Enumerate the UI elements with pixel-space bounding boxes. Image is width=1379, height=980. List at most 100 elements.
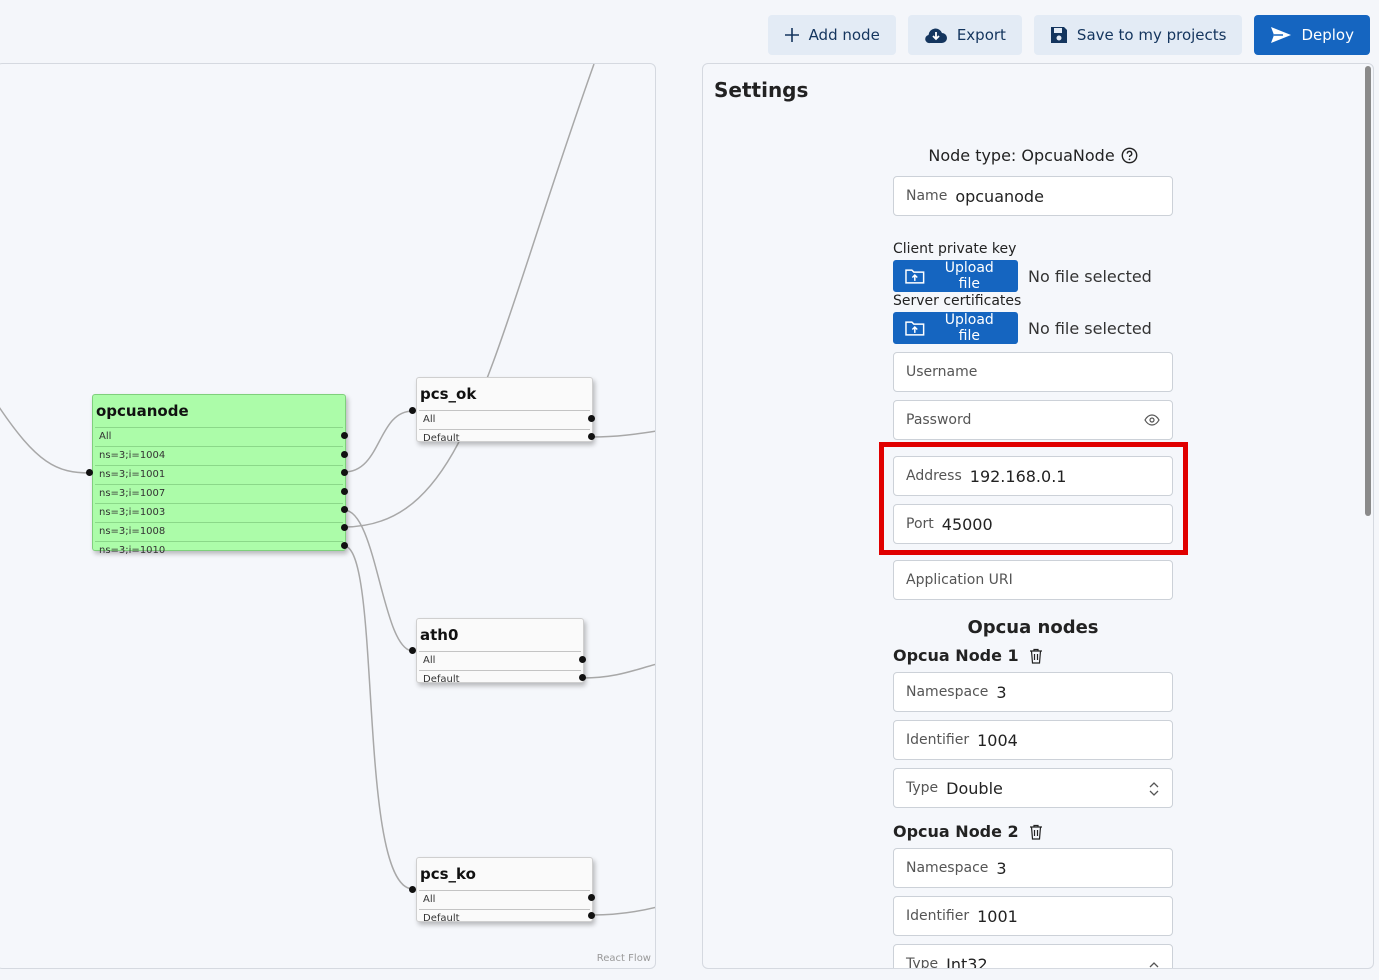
output-handle[interactable]: [579, 674, 586, 681]
opcua-nodes-title: Opcua nodes: [967, 617, 1099, 638]
address-field[interactable]: Address 192.168.0.1: [893, 456, 1173, 496]
node-output-row: Default: [419, 429, 590, 448]
server-certs-status: No file selected: [1028, 319, 1152, 338]
type-label: Type: [906, 780, 939, 796]
trash-icon[interactable]: [1029, 648, 1043, 664]
plus-icon: [784, 28, 799, 42]
eye-icon[interactable]: [1144, 413, 1160, 427]
export-label: Export: [956, 26, 1006, 44]
node-output-row: ns=3;i=1004: [95, 446, 343, 465]
identifier-label: Identifier: [906, 908, 970, 924]
output-handle[interactable]: [341, 542, 348, 549]
deploy-button[interactable]: Deploy: [1254, 15, 1370, 55]
node-title: opcuanode: [96, 402, 189, 420]
node-ath0[interactable]: ath0 All Default: [416, 618, 584, 685]
highlight-box: [879, 442, 1188, 555]
identifier-label: Identifier: [906, 732, 970, 748]
output-handle[interactable]: [588, 433, 595, 440]
edge-pcs-ko-out: [591, 906, 655, 916]
flow-canvas[interactable]: opcuanode All ns=3;i=1004 ns=3;i=1001 ns…: [0, 63, 656, 969]
help-icon[interactable]: [1121, 147, 1138, 164]
username-placeholder: Username: [906, 364, 978, 380]
output-handle[interactable]: [341, 488, 348, 495]
address-label: Address: [906, 468, 962, 484]
node-opcuanode[interactable]: opcuanode All ns=3;i=1004 ns=3;i=1001 ns…: [92, 394, 346, 556]
edge-ath0-out: [582, 663, 655, 679]
type-select[interactable]: Type Int32: [893, 944, 1173, 969]
identifier-field[interactable]: Identifier 1004: [893, 720, 1173, 760]
type-value: Double: [946, 778, 1003, 798]
name-label: Name: [906, 188, 948, 204]
port-value: 45000: [941, 514, 993, 534]
node-output-row: All: [419, 651, 581, 670]
output-handle[interactable]: [588, 894, 595, 901]
input-handle[interactable]: [86, 469, 93, 476]
node-output-row: Default: [419, 670, 581, 689]
settings-panel: Settings Node type: OpcuaNode Name opcua…: [702, 63, 1374, 969]
upload-label: Upload file: [944, 260, 994, 292]
node-title: ath0: [420, 626, 459, 644]
node-pcs-ok[interactable]: pcs_ok All Default: [416, 377, 593, 444]
node-title: pcs_ok: [420, 385, 477, 403]
folder-upload-icon: [905, 269, 925, 284]
input-handle[interactable]: [409, 647, 416, 654]
namespace-value: 3: [996, 858, 1007, 878]
node-output-row: All: [419, 410, 590, 429]
floppy-disk-icon: [1050, 27, 1067, 43]
input-handle[interactable]: [409, 886, 416, 893]
namespace-label: Namespace: [906, 860, 989, 876]
port-field[interactable]: Port 45000: [893, 504, 1173, 544]
identifier-value: 1004: [977, 730, 1018, 750]
settings-title: Settings: [714, 78, 809, 102]
edge-1010-pcs-ko: [343, 545, 414, 890]
folder-upload-icon: [905, 321, 925, 336]
chevron-up-icon: [1149, 962, 1159, 968]
namespace-field[interactable]: Namespace 3: [893, 848, 1173, 888]
node-title: pcs_ko: [420, 865, 476, 883]
client-key-caption: Client private key: [893, 241, 1017, 257]
identifier-field[interactable]: Identifier 1001: [893, 896, 1173, 936]
output-handle[interactable]: [341, 524, 348, 531]
add-node-button[interactable]: Add node: [767, 15, 896, 55]
edge-1001-pcs-ok: [343, 410, 414, 473]
output-handle[interactable]: [588, 415, 595, 422]
output-handle[interactable]: [341, 506, 348, 513]
edge-pcs-ok-out: [591, 430, 655, 438]
opcua-node-title: Opcua Node 1: [893, 646, 1019, 665]
output-handle[interactable]: [341, 469, 348, 476]
send-icon: [1271, 27, 1292, 43]
opcua-node-2-header: Opcua Node 2: [893, 822, 1043, 841]
opcua-node-title: Opcua Node 2: [893, 822, 1019, 841]
output-handle[interactable]: [579, 656, 586, 663]
node-pcs-ko[interactable]: pcs_ko All Default: [416, 857, 593, 924]
save-to-projects-button[interactable]: Save to my projects: [1033, 15, 1243, 55]
export-button[interactable]: Export: [907, 15, 1022, 55]
node-output-row: All: [419, 890, 590, 909]
password-field[interactable]: Password: [893, 400, 1173, 440]
save-label: Save to my projects: [1076, 26, 1227, 44]
output-handle[interactable]: [341, 451, 348, 458]
input-handle[interactable]: [409, 407, 416, 414]
type-select[interactable]: Type Double: [893, 768, 1173, 808]
trash-icon[interactable]: [1029, 824, 1043, 840]
select-arrows-icon: [1149, 782, 1159, 796]
server-certs-upload-button[interactable]: Upload file: [893, 312, 1018, 344]
username-field[interactable]: Username: [893, 352, 1173, 392]
react-flow-attribution[interactable]: React Flow: [596, 953, 651, 964]
node-output-row: ns=3;i=1010: [95, 541, 343, 560]
node-type: Node type: OpcuaNode: [893, 146, 1173, 165]
namespace-field[interactable]: Namespace 3: [893, 672, 1173, 712]
edge-incoming: [0, 407, 91, 474]
client-key-status: No file selected: [1028, 267, 1152, 286]
application-uri-field[interactable]: Application URI: [893, 560, 1173, 600]
edge-1008-up: [343, 64, 595, 528]
namespace-label: Namespace: [906, 684, 989, 700]
scrollbar[interactable]: [1365, 66, 1371, 516]
client-key-upload-button[interactable]: Upload file: [893, 260, 1018, 292]
cloud-download-icon: [924, 28, 947, 44]
name-field[interactable]: Name opcuanode: [893, 176, 1173, 216]
output-handle[interactable]: [341, 432, 348, 439]
output-handle[interactable]: [588, 912, 595, 919]
node-output-row: ns=3;i=1003: [95, 503, 343, 522]
type-value: Int32: [946, 954, 988, 969]
